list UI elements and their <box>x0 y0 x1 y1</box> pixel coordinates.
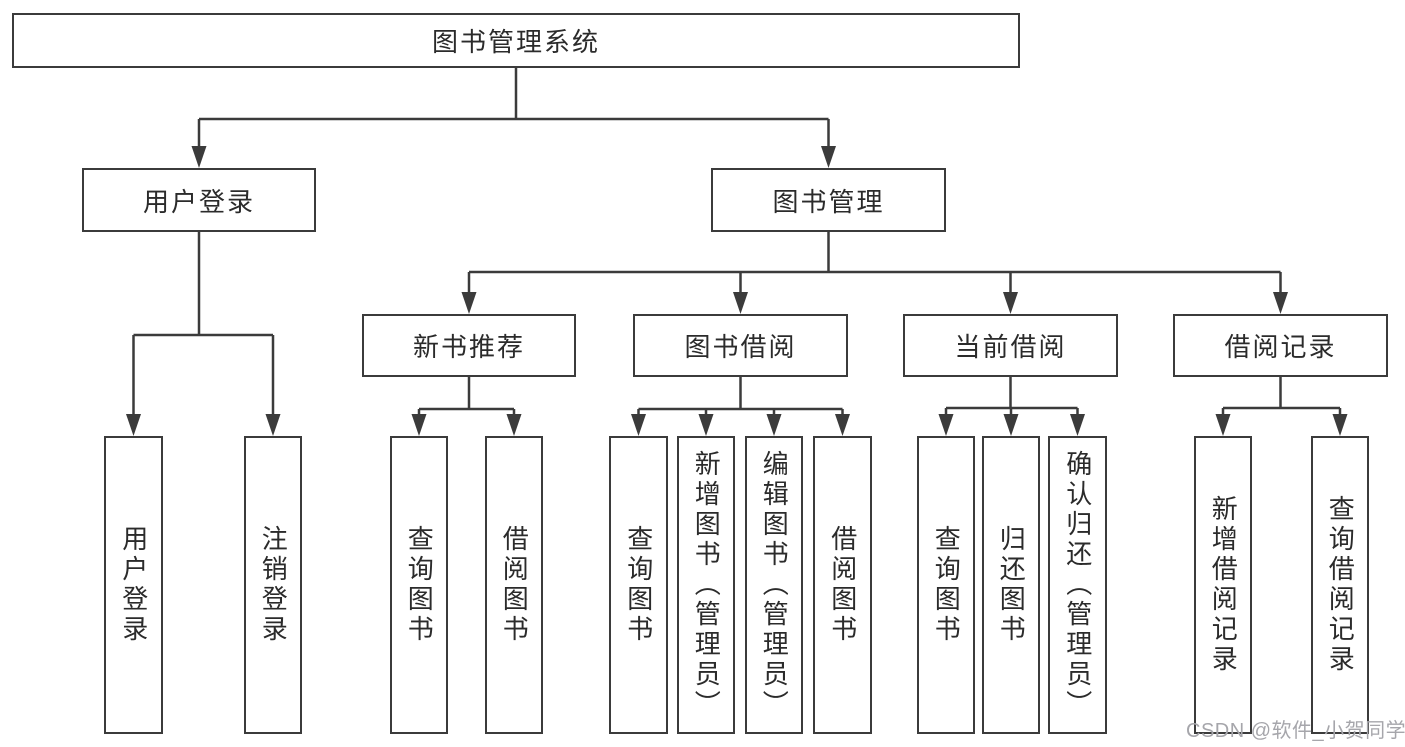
arrowhead <box>1215 414 1231 436</box>
node-root-label: 图书管理系统 <box>431 27 600 57</box>
arrowhead <box>1003 292 1018 314</box>
node-login-action: 用户登录 <box>104 436 163 734</box>
node-logout-action: 注销登录 <box>244 436 302 734</box>
arrowhead <box>1070 414 1085 436</box>
connector-book-borrow-to-children <box>631 376 850 436</box>
node-current-query-books: 查询图书 <box>917 436 975 734</box>
node-book-management-label: 图书管理 <box>772 186 885 217</box>
arrowhead <box>938 414 954 436</box>
node-root: 图书管理系统 <box>12 13 1020 68</box>
arrowhead <box>1273 292 1288 314</box>
node-current-return-books-label: 归还图书 <box>996 525 1027 645</box>
node-book-borrow: 图书借阅 <box>633 314 848 377</box>
node-records-add-record-label: 新增借阅记录 <box>1208 495 1239 675</box>
arrowhead <box>698 414 714 436</box>
arrowhead <box>1332 414 1348 436</box>
node-recommend-query-books-label: 查询图书 <box>404 525 435 645</box>
node-recommend-borrow-books-label: 借阅图书 <box>499 525 530 645</box>
node-records-add-record: 新增借阅记录 <box>1194 436 1252 734</box>
connector-borrow-records-to-children <box>1215 376 1348 436</box>
arrowhead <box>766 414 782 436</box>
node-borrow-add-books-admin: 新增图书（管理员） <box>677 436 735 734</box>
node-borrow-add-books-admin-label: 新增图书（管理员） <box>691 450 722 720</box>
node-borrow-query-books-label: 查询图书 <box>623 525 654 645</box>
node-current-borrow: 当前借阅 <box>903 314 1118 377</box>
node-borrow-edit-books-admin: 编辑图书（管理员） <box>745 436 803 734</box>
node-borrow-edit-books-admin-label: 编辑图书（管理员） <box>759 450 790 720</box>
connector-current-borrow-to-children <box>938 376 1085 436</box>
arrowhead <box>733 292 748 314</box>
node-new-book-recommend: 新书推荐 <box>362 314 576 377</box>
node-book-management: 图书管理 <box>711 168 946 232</box>
node-current-query-books-label: 查询图书 <box>931 525 962 645</box>
connector-root-to-level2 <box>191 68 836 168</box>
node-current-return-books: 归还图书 <box>982 436 1040 734</box>
arrowhead <box>126 414 141 436</box>
arrowhead <box>835 414 850 436</box>
node-user-login-label: 用户登录 <box>142 186 255 217</box>
node-current-borrow-label: 当前借阅 <box>954 332 1067 362</box>
node-book-borrow-label: 图书借阅 <box>684 332 797 362</box>
node-user-login: 用户登录 <box>82 168 316 232</box>
arrowhead <box>1003 414 1019 436</box>
connector-new-book-recommend-to-children <box>411 376 522 436</box>
arrowhead <box>461 292 477 314</box>
node-borrow-borrow-books: 借阅图书 <box>813 436 872 734</box>
watermark-text: CSDN @软件_小贺同学 <box>1186 720 1405 742</box>
arrowhead <box>821 146 836 168</box>
connector-user-login-to-children <box>126 232 281 436</box>
node-new-book-recommend-label: 新书推荐 <box>412 332 525 362</box>
node-records-query-record-label: 查询借阅记录 <box>1325 495 1356 675</box>
node-borrow-query-books: 查询图书 <box>609 436 668 734</box>
node-records-query-record: 查询借阅记录 <box>1311 436 1369 734</box>
arrowhead <box>191 146 207 168</box>
arrowhead <box>631 414 646 436</box>
node-borrow-records-label: 借阅记录 <box>1224 332 1337 362</box>
connector-book-management-to-level3 <box>461 232 1288 314</box>
node-borrow-records: 借阅记录 <box>1173 314 1388 377</box>
node-login-action-label: 用户登录 <box>118 525 149 645</box>
node-recommend-query-books: 查询图书 <box>390 436 448 734</box>
node-current-confirm-return-admin-label: 确认归还（管理员） <box>1062 450 1093 720</box>
arrowhead <box>265 414 281 436</box>
arrowhead <box>411 414 427 436</box>
arrowhead <box>506 414 522 436</box>
node-current-confirm-return-admin: 确认归还（管理员） <box>1048 436 1107 734</box>
node-borrow-borrow-books-label: 借阅图书 <box>827 525 858 645</box>
node-recommend-borrow-books: 借阅图书 <box>485 436 543 734</box>
node-logout-action-label: 注销登录 <box>258 525 289 645</box>
